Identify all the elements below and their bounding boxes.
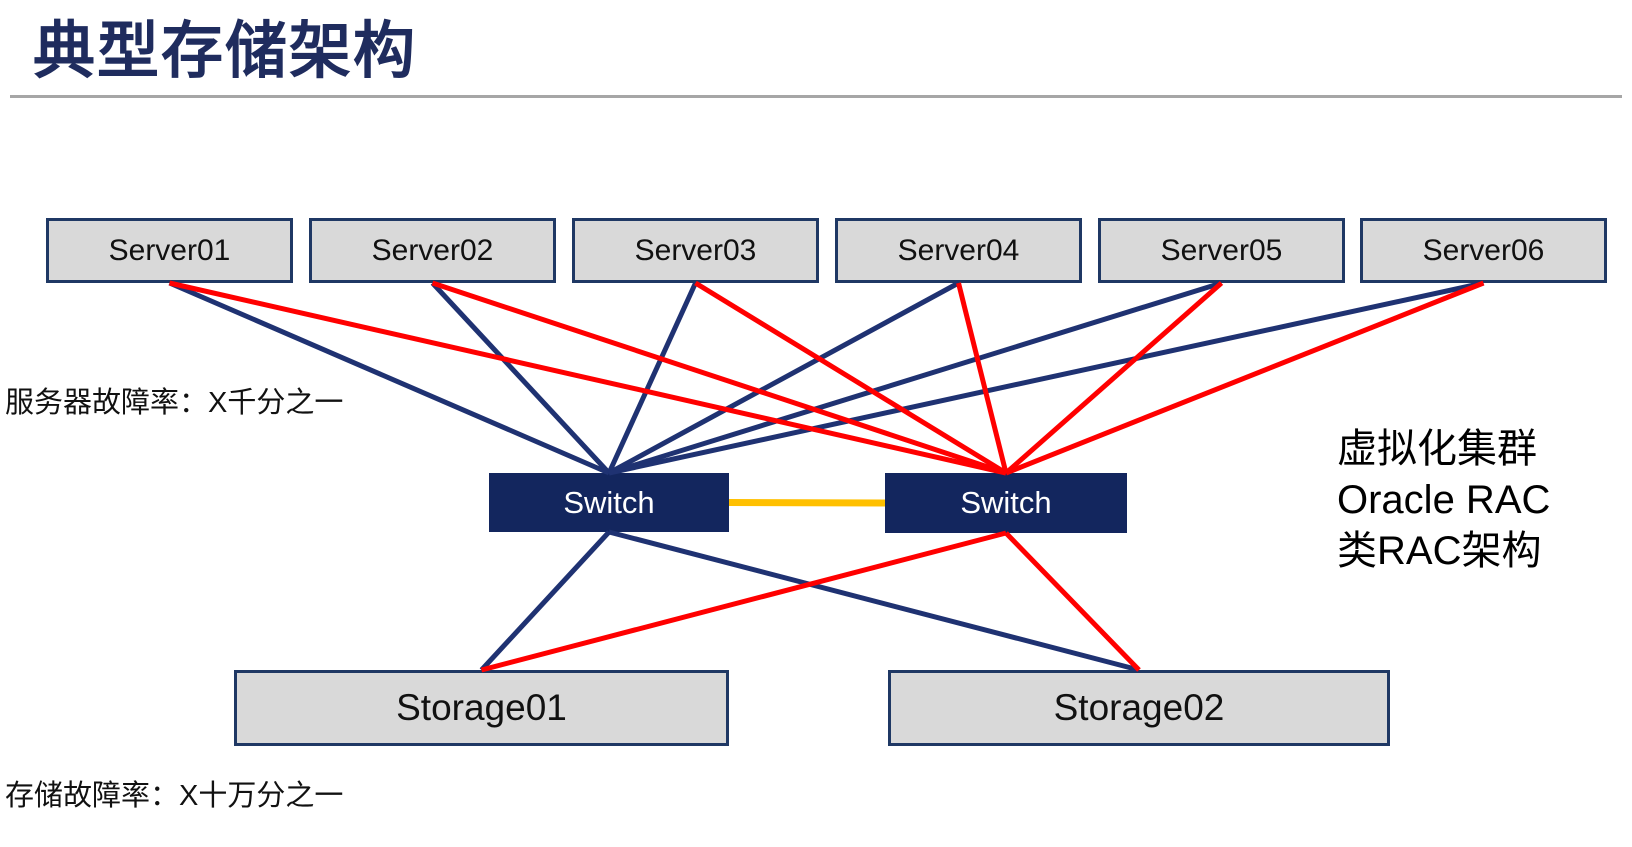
connection-server1-switchA [168, 280, 610, 476]
server04-label: Server04 [897, 233, 1020, 267]
switch-left-node: Switch [489, 473, 729, 532]
server03-label: Server03 [634, 233, 757, 267]
storage-failure-rate-label: 存储故障率：X十万分之一 [5, 780, 344, 812]
connection-server5-switchA [608, 280, 1223, 476]
connection-server3-switchB [694, 280, 1008, 476]
server02-node: Server02 [309, 218, 556, 283]
connection-switchA-storage1 [479, 530, 611, 672]
switch-right-node: Switch [885, 473, 1127, 533]
switch-right-label: Switch [960, 485, 1052, 520]
connection-server2-switchA [430, 281, 611, 475]
server06-node: Server06 [1360, 218, 1607, 283]
server04-node: Server04 [835, 218, 1082, 283]
cluster-note: 虚拟化集群 Oracle RAC 类RAC架构 [1337, 424, 1550, 577]
connection-switchB-storage1 [480, 530, 1007, 673]
connection-switchA-switchB [728, 499, 886, 507]
connection-server4-switchB [956, 282, 1009, 474]
storage02-node: Storage02 [888, 670, 1390, 746]
server05-node: Server05 [1098, 218, 1345, 283]
connection-switchB-storage2 [1004, 531, 1141, 672]
server03-node: Server03 [572, 218, 819, 283]
connection-server4-switchA [607, 280, 960, 476]
page-title: 典型存储架构 [33, 17, 418, 86]
server01-node: Server01 [46, 218, 293, 283]
server06-label: Server06 [1422, 233, 1545, 267]
connection-server5-switchB [1004, 281, 1224, 475]
connection-server1-switchB [168, 280, 1007, 476]
cluster-note-line-1: 虚拟化集群 [1337, 427, 1537, 471]
server-failure-rate-label: 服务器故障率：X千分之一 [5, 387, 344, 419]
storage01-node: Storage01 [234, 670, 729, 746]
server05-label: Server05 [1160, 233, 1283, 267]
connection-server2-switchB [431, 280, 1007, 476]
connection-switchA-storage2 [608, 529, 1140, 673]
server01-label: Server01 [108, 233, 231, 267]
cluster-note-line-3: 类RAC架构 [1337, 529, 1542, 573]
storage01-label: Storage01 [396, 687, 567, 728]
cluster-note-line-2: Oracle RAC [1337, 478, 1551, 522]
server02-label: Server02 [371, 233, 494, 267]
title-divider [10, 95, 1622, 98]
storage02-label: Storage02 [1053, 687, 1225, 728]
switch-left-label: Switch [563, 484, 655, 520]
connection-server3-switchA [606, 281, 698, 475]
